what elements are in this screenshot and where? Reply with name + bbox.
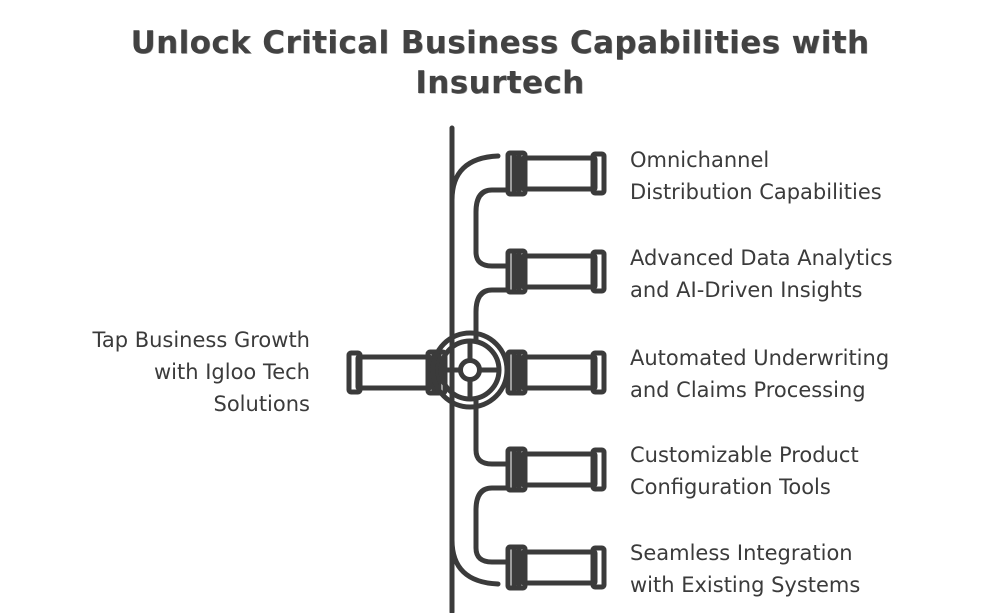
branch-label-line-2: with Existing Systems [630,572,861,597]
trunk-outer-wall-mirror [449,125,501,587]
branch-label-line-2: and Claims Processing [630,377,866,402]
source-label: Tap Business Growth with Igloo Tech Solu… [20,325,310,421]
pipe-segment-row4 [505,544,607,591]
source-label-line-2: with Igloo Tech [154,359,310,384]
elbow-inner-row4 [473,485,509,565]
branch-label-advanced-data-analytics: Advanced Data Analytics and AI-Driven In… [630,243,990,307]
branch-label-line-1: Seamless Integration [630,541,853,565]
source-label-line-1: Tap Business Growth [92,328,310,352]
branch-label-line-1: Omnichannel [630,148,770,172]
branch-label-line-2: Distribution Capabilities [630,179,882,204]
branch-label-omnichannel-distribution-capabilities: Omnichannel Distribution Capabilities [630,145,990,209]
source-label-line-3: Solutions [213,391,311,416]
pipe-segment-row2 [505,349,607,396]
branch-label-line-2: and AI-Driven Insights [630,277,863,302]
branch-label-line-1: Advanced Data Analytics [630,246,893,270]
branch-label-customizable-product-configuration: Customizable Product Configuration Tools [630,440,990,504]
branch-label-seamless-integration: Seamless Integration with Existing Syste… [630,538,990,602]
page-title: Unlock Critical Business Capabilities wi… [90,24,910,103]
branch-label-automated-underwriting: Automated Underwriting and Claims Proces… [630,343,990,407]
pipe-segment-row1 [505,248,607,295]
valve-wheel-icon [430,330,510,410]
title-line-1: Unlock Critical Business Capabilities wi… [130,25,870,61]
title-line-2: Insurtech [415,64,585,101]
branch-label-line-1: Customizable Product [630,443,859,467]
elbow-inner-row0 [473,187,509,269]
pipe-segment-row0 [505,150,607,197]
pipe-segment-row3 [505,446,607,493]
branch-label-line-1: Automated Underwriting [630,346,890,370]
elbow-inner-row3-upper [473,397,509,467]
branch-label-line-2: Configuration Tools [630,474,831,499]
elbow-inner-row1 [473,287,509,343]
